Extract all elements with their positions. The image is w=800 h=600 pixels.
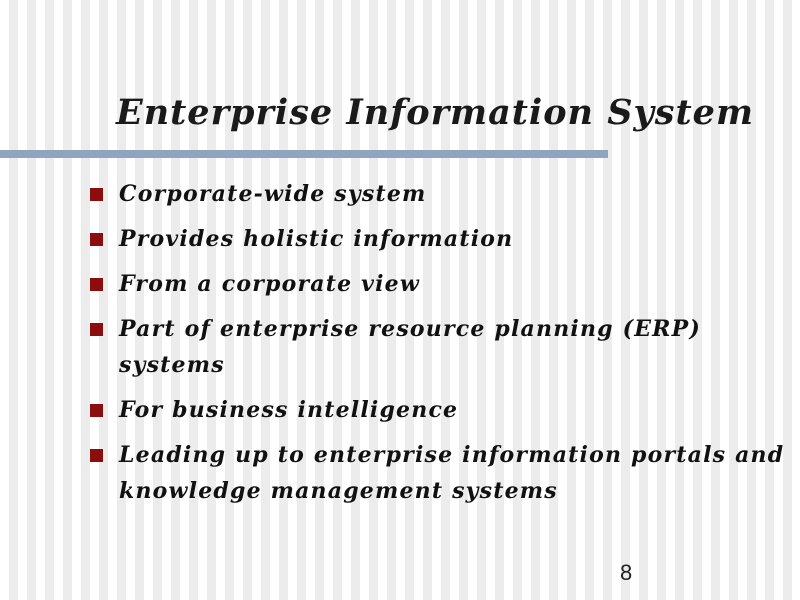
square-bullet-icon [90, 404, 103, 417]
bullet-text: From a corporate view [119, 271, 421, 297]
square-bullet-icon [90, 278, 103, 291]
bullet-text: Leading up to enterprise information por… [119, 442, 785, 504]
bullet-list: Corporate-wide system Provides holistic … [88, 176, 788, 518]
bullet-item: Leading up to enterprise information por… [88, 437, 788, 509]
square-bullet-icon [90, 233, 103, 246]
bullet-item: From a corporate view [88, 266, 788, 302]
bullet-item: For business intelligence [88, 392, 788, 428]
bullet-item: Part of enterprise resource planning (ER… [88, 311, 788, 383]
title-underline [0, 150, 608, 158]
page-number: 8 [620, 560, 633, 585]
square-bullet-icon [90, 323, 103, 336]
bullet-item: Provides holistic information [88, 221, 788, 257]
bullet-text: Corporate-wide system [119, 181, 427, 207]
square-bullet-icon [90, 449, 103, 462]
bullet-item: Corporate-wide system [88, 176, 788, 212]
bullet-text: Part of enterprise resource planning (ER… [119, 316, 702, 378]
bullet-text: Provides holistic information [119, 226, 514, 252]
bullet-text: For business intelligence [119, 397, 459, 423]
slide-title: Enterprise Information System [116, 92, 754, 133]
square-bullet-icon [90, 188, 103, 201]
